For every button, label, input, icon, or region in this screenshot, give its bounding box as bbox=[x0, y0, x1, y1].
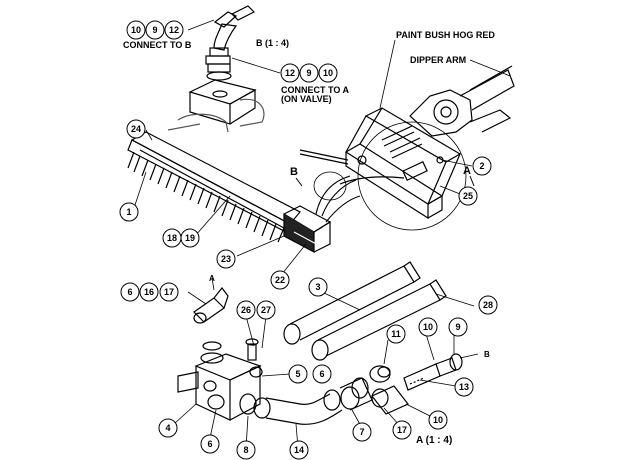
svg-text:2: 2 bbox=[479, 161, 484, 171]
leader-lines-lower bbox=[173, 277, 479, 449]
svg-text:25: 25 bbox=[463, 191, 473, 201]
fitting-group-right bbox=[369, 353, 463, 415]
callout-10-b: 10 bbox=[318, 63, 338, 83]
callout-13: 13 bbox=[454, 377, 474, 397]
callout-24: 24 bbox=[126, 119, 146, 139]
svg-text:28: 28 bbox=[483, 300, 493, 310]
svg-text:1: 1 bbox=[126, 207, 131, 217]
callout-9-right: 9 bbox=[448, 317, 468, 337]
callout-9-top: 9 bbox=[145, 20, 165, 40]
hose-14 bbox=[239, 389, 343, 425]
view-arrows bbox=[295, 175, 475, 187]
svg-text:8: 8 bbox=[243, 445, 248, 455]
mounting-frame bbox=[299, 107, 462, 220]
detail-b-circle bbox=[313, 171, 347, 201]
svg-text:5: 5 bbox=[295, 369, 300, 379]
svg-text:26: 26 bbox=[241, 305, 251, 315]
svg-text:10: 10 bbox=[433, 415, 443, 425]
callout-9-b: 9 bbox=[299, 63, 319, 83]
callout-10-right: 10 bbox=[418, 317, 438, 337]
svg-text:27: 27 bbox=[261, 305, 271, 315]
callout-14: 14 bbox=[289, 440, 309, 460]
note-connect-to-b: CONNECT TO B bbox=[123, 40, 192, 50]
callout-1: 1 bbox=[119, 202, 139, 222]
svg-text:10: 10 bbox=[423, 322, 433, 332]
svg-text:6: 6 bbox=[207, 439, 212, 449]
callout-bubbles: 10 9 12 12 9 10 24 2 25 1 18 19 23 22 3 … bbox=[119, 20, 498, 460]
elbow-fitting-a bbox=[193, 287, 229, 364]
callout-19: 19 bbox=[180, 228, 200, 248]
callout-10-top: 10 bbox=[126, 20, 146, 40]
callout-18: 18 bbox=[162, 228, 182, 248]
svg-text:4: 4 bbox=[165, 423, 170, 433]
hoses-upper bbox=[315, 175, 361, 223]
callout-12-top: 12 bbox=[164, 20, 184, 40]
callout-6-bottom: 6 bbox=[200, 434, 220, 454]
hose-28 bbox=[311, 279, 447, 361]
svg-text:9: 9 bbox=[152, 25, 157, 35]
dipper-arm-mount bbox=[409, 65, 515, 137]
callout-17-top: 17 bbox=[159, 282, 179, 302]
callout-3: 3 bbox=[308, 277, 328, 297]
svg-text:12: 12 bbox=[285, 68, 295, 78]
detail-a-circle bbox=[357, 121, 467, 231]
svg-text:18: 18 bbox=[167, 233, 177, 243]
callout-28: 28 bbox=[478, 295, 498, 315]
detail-a-title: A (1 : 4) bbox=[416, 435, 452, 446]
sickle-bar bbox=[127, 131, 332, 253]
label-a-small: A bbox=[209, 274, 215, 283]
callout-8: 8 bbox=[236, 440, 256, 460]
callout-2: 2 bbox=[472, 156, 492, 176]
coupler-7 bbox=[339, 377, 373, 411]
svg-text:17: 17 bbox=[397, 425, 407, 435]
svg-text:3: 3 bbox=[315, 282, 320, 292]
detail-b-title: B (1 : 4) bbox=[256, 38, 289, 48]
callout-17-bottom: 17 bbox=[392, 420, 412, 440]
callout-6-mid: 6 bbox=[312, 364, 332, 384]
svg-text:22: 22 bbox=[275, 275, 285, 285]
note-dipper-arm: DIPPER ARM bbox=[410, 55, 466, 65]
view-a-marker: A bbox=[463, 165, 471, 177]
callout-26: 26 bbox=[236, 300, 256, 320]
note-on-valve: (ON VALVE) bbox=[281, 94, 332, 104]
hose-3 bbox=[283, 261, 421, 345]
svg-text:9: 9 bbox=[306, 68, 311, 78]
callout-7: 7 bbox=[352, 422, 372, 442]
svg-text:10: 10 bbox=[131, 25, 141, 35]
svg-text:17: 17 bbox=[164, 287, 174, 297]
callout-4: 4 bbox=[158, 418, 178, 438]
svg-text:24: 24 bbox=[131, 124, 141, 134]
callout-11: 11 bbox=[386, 324, 406, 344]
leader-lines-upper bbox=[133, 39, 511, 275]
leader-lines-b bbox=[187, 19, 281, 74]
svg-text:23: 23 bbox=[221, 254, 231, 264]
callout-22: 22 bbox=[270, 270, 290, 290]
callout-12-b: 12 bbox=[280, 63, 300, 83]
callout-6-top: 6 bbox=[120, 282, 140, 302]
note-connect-to-a: CONNECT TO A bbox=[281, 85, 350, 95]
label-b-small: B bbox=[484, 350, 490, 359]
svg-text:12: 12 bbox=[169, 25, 179, 35]
svg-text:10: 10 bbox=[323, 68, 333, 78]
detail-b-fitting bbox=[167, 5, 265, 133]
callout-10-bottom: 10 bbox=[428, 410, 448, 430]
svg-text:16: 16 bbox=[144, 287, 154, 297]
view-b-marker: B bbox=[290, 166, 298, 178]
note-paint: PAINT BUSH HOG RED bbox=[396, 30, 495, 40]
svg-text:13: 13 bbox=[459, 382, 469, 392]
callout-5: 5 bbox=[288, 364, 308, 384]
callout-27: 27 bbox=[256, 300, 276, 320]
svg-text:14: 14 bbox=[294, 445, 304, 455]
svg-text:6: 6 bbox=[319, 369, 324, 379]
callout-16: 16 bbox=[139, 282, 159, 302]
valve-block bbox=[177, 338, 263, 421]
callout-23: 23 bbox=[216, 249, 236, 269]
callout-25: 25 bbox=[458, 186, 478, 206]
svg-text:19: 19 bbox=[185, 233, 195, 243]
svg-text:6: 6 bbox=[127, 287, 132, 297]
svg-text:9: 9 bbox=[455, 322, 460, 332]
svg-text:11: 11 bbox=[391, 329, 401, 339]
svg-text:7: 7 bbox=[359, 427, 364, 437]
